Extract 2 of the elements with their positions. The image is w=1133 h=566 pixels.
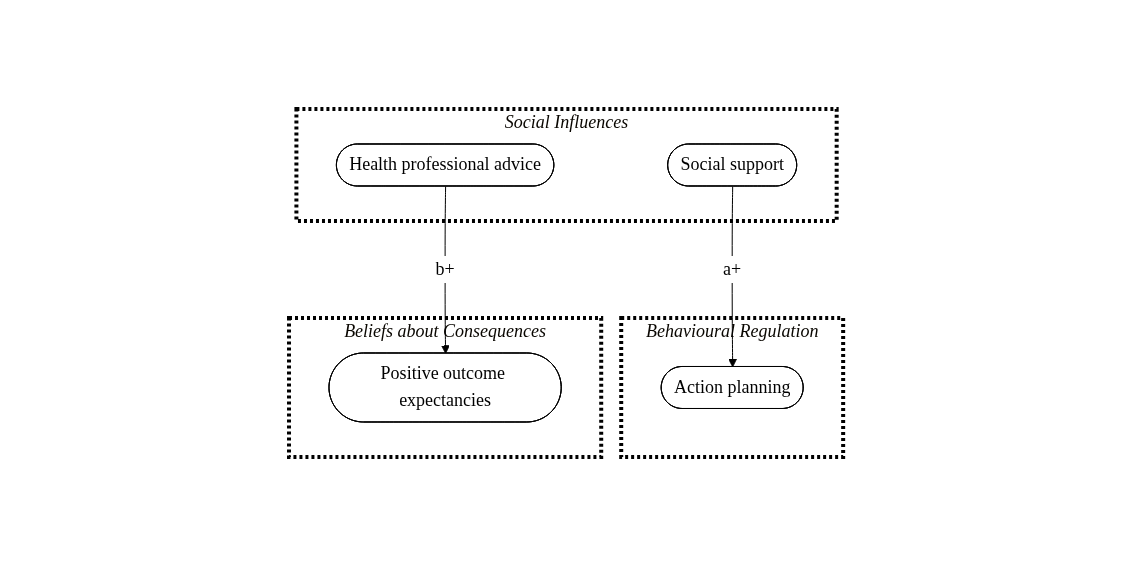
- edge-label: a+: [723, 258, 742, 279]
- edge-label: b+: [435, 258, 456, 279]
